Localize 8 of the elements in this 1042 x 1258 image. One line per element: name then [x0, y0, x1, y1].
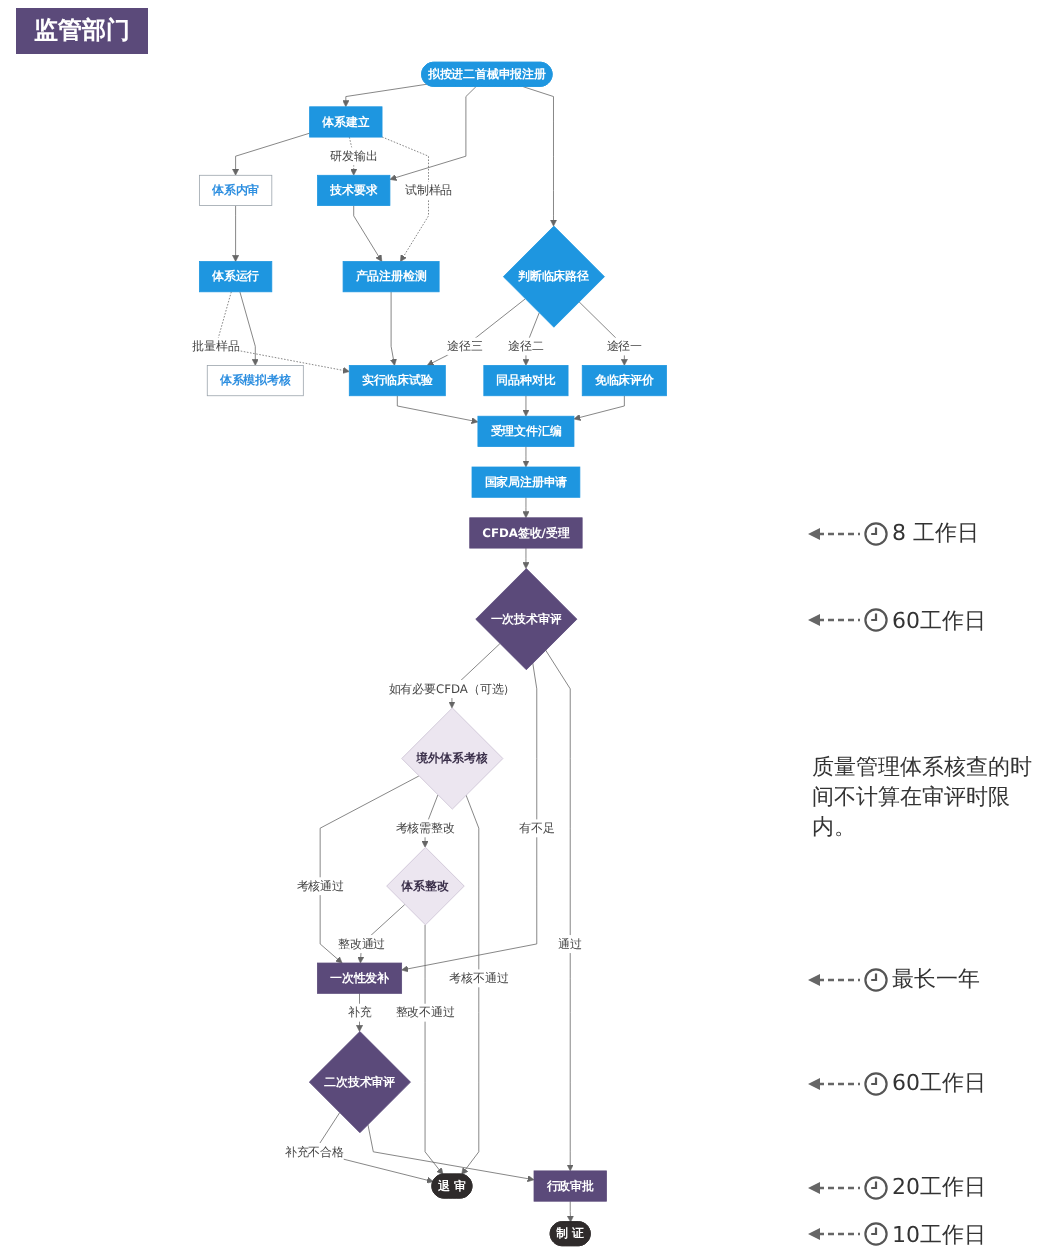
duration-label: 60工作日	[892, 1068, 986, 1099]
duration-label: 10工作日	[892, 1219, 986, 1250]
note-text: 质量管理体系核查的时间不计算在审评时限内。	[812, 753, 1032, 843]
duration-label: 60工作日	[892, 605, 986, 636]
legend-key: 监管部门	[16, 8, 148, 54]
duration-label: 最长一年	[892, 964, 980, 995]
duration-label: 8 工作日	[892, 518, 979, 549]
duration-label: 20工作日	[892, 1172, 986, 1203]
